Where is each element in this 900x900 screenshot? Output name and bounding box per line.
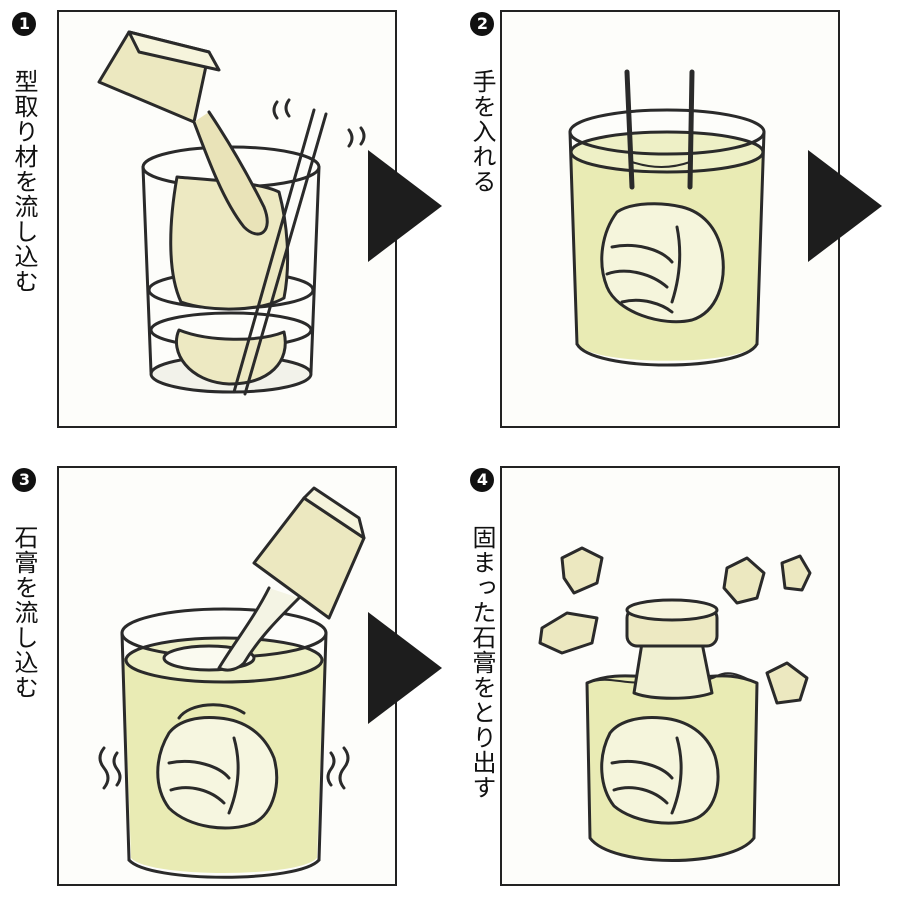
panel-step-2: [500, 10, 840, 428]
step-4-text: 固まった石膏をとり出す: [468, 525, 496, 800]
step-4-number: 4: [470, 468, 494, 492]
arrow-right-icon: [368, 150, 442, 262]
illustration-insert-hand: [568, 69, 766, 367]
illustration-pour-molding-material: [97, 30, 366, 396]
step-4-label: 4 固まった石膏をとり出す: [468, 468, 496, 800]
illustration-remove-plaster: [538, 546, 812, 862]
panel-step-1: [57, 10, 397, 428]
step-1-text: 型取り材を流し込む: [10, 69, 38, 294]
step-2-text: 手を入れる: [468, 69, 496, 194]
illustration-pour-plaster: [98, 486, 366, 879]
step-3-text: 石膏を流し込む: [10, 525, 38, 700]
arrow-right-icon: [368, 612, 442, 724]
step-1-label: 1 型取り材を流し込む: [10, 12, 38, 294]
step-2-number: 2: [470, 12, 494, 36]
step-3-label: 3 石膏を流し込む: [10, 468, 38, 700]
arrow-right-icon: [808, 150, 882, 262]
step-1-number: 1: [12, 12, 36, 36]
step-3-number: 3: [12, 468, 36, 492]
panel-step-4: [500, 466, 840, 886]
step-2-label: 2 手を入れる: [468, 12, 496, 194]
panel-step-3: [57, 466, 397, 886]
